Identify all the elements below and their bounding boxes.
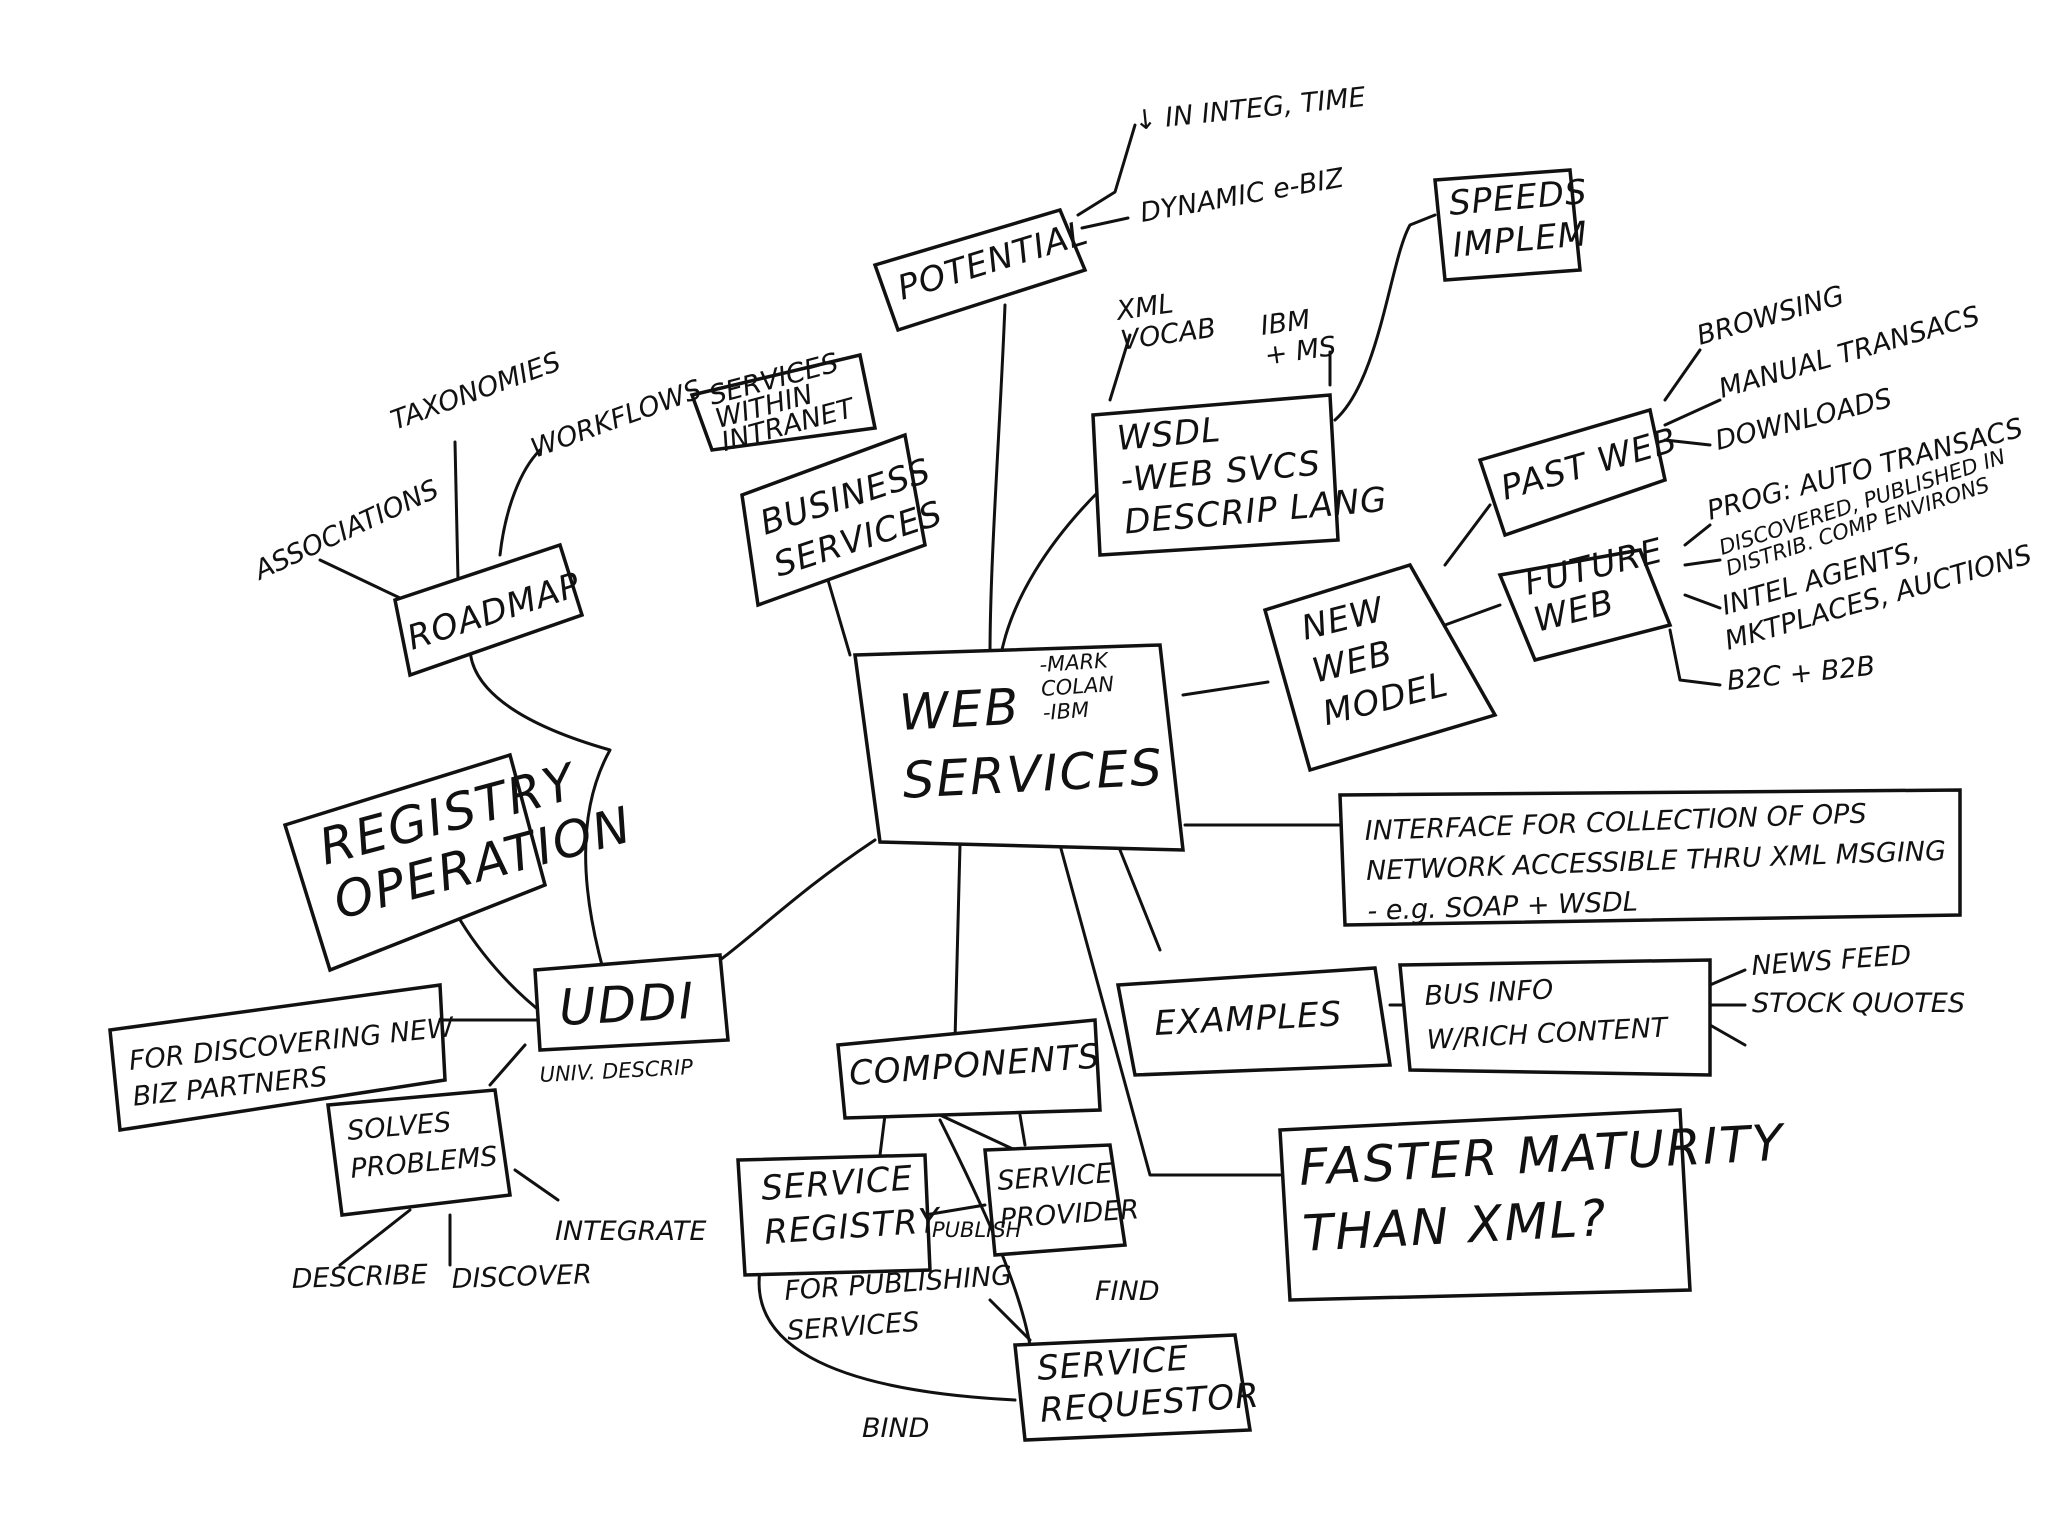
univ-descrip-line-1: UNIV. DESCRIP [539, 1055, 694, 1087]
label-news-feed: NEWS FEED [1750, 940, 1912, 982]
label-describe: DESCRIBE [291, 1259, 428, 1295]
node-box-uddi [533, 953, 730, 1052]
node-box-service-registry [736, 1153, 932, 1277]
ibm-ms-line-1: IBM [1259, 304, 1313, 342]
uddi-line-1: UDDI [558, 972, 697, 1037]
browsing-line-1: BROWSING [1693, 280, 1847, 352]
node-box-components [836, 1018, 1102, 1120]
node-box-interface [1338, 788, 1962, 927]
node-box-wsdl [1091, 393, 1340, 557]
label-univ-descrip: UNIV. DESCRIP [539, 1055, 694, 1087]
node-box-examples [1115, 966, 1393, 1077]
examples-line-1: EXAMPLES [1153, 994, 1343, 1044]
label-uddi: UDDI [558, 972, 697, 1037]
label-web-services: WEBSERVICES [898, 670, 1166, 810]
wsdl-line-1: WSDL [1115, 410, 1222, 459]
node-box-services-within-intranet [689, 352, 878, 452]
taxonomies-line-1: TAXONOMIES [387, 347, 565, 437]
node-box-new-web-model [1262, 562, 1498, 773]
node-box-roadmap [392, 542, 585, 678]
label-mark-colan: -MARKCOLAN-IBM [1039, 648, 1117, 725]
label-for-publishing: FOR PUBLISHINGSERVICES [783, 1260, 1016, 1347]
node-box-web-services [853, 643, 1185, 852]
node-box-future-web [1497, 548, 1673, 663]
describe-line-1: DESCRIBE [291, 1259, 428, 1295]
node-box-service-provider [983, 1143, 1128, 1257]
discover-line-1: DISCOVER [451, 1259, 592, 1295]
node-box-for-discovering [108, 983, 447, 1133]
label-b2c-b2b: B2C + B2B [1725, 651, 1876, 697]
for-publishing-line-2: SERVICES [786, 1307, 920, 1347]
associations-line-1: ASSOCIATIONS [248, 474, 444, 587]
node-box-bus-info [1398, 958, 1712, 1077]
mark-colan-line-3: -IBM [1042, 698, 1090, 725]
publish-line-1: PUBLISH [932, 1218, 1022, 1242]
label-xml-vocab: XMLVOCAB [1113, 283, 1218, 357]
label-taxonomies: TAXONOMIES [387, 347, 565, 437]
b2c-b2b-line-1: B2C + B2B [1725, 651, 1876, 697]
find-line-1: FIND [1095, 1276, 1159, 1307]
node-box-past-web [1477, 407, 1668, 538]
workflows-line-1: WORKFLOWS [527, 374, 706, 464]
node-box-faster-maturity [1278, 1108, 1692, 1302]
node-box-solves-problems [326, 1088, 512, 1217]
label-bind: BIND [862, 1413, 929, 1444]
label-ibm-ms: IBM+ MS [1259, 301, 1338, 371]
dynamic-ebiz-line-1: DYNAMIC e-BIZ [1138, 163, 1347, 229]
node-box-potential [872, 207, 1088, 333]
node-box-service-requestor [1013, 1333, 1253, 1442]
integrate-line-1: INTEGRATE [555, 1216, 706, 1247]
stock-quotes-line-1: STOCK QUOTES [1752, 988, 1965, 1019]
label-dynamic-ebiz: DYNAMIC e-BIZ [1138, 163, 1347, 229]
node-box-speeds-implem [1433, 168, 1582, 282]
bind-line-1: BIND [862, 1413, 929, 1444]
label-discover: DISCOVER [451, 1259, 592, 1295]
label-publish: PUBLISH [932, 1218, 1022, 1242]
label-associations: ASSOCIATIONS [248, 474, 444, 587]
news-feed-line-1: NEWS FEED [1750, 940, 1912, 982]
label-integ-time: ↓ IN INTEG, TIME [1132, 82, 1367, 137]
bus-info-line-1: BUS INFO [1424, 974, 1554, 1012]
label-examples: EXAMPLES [1153, 994, 1343, 1044]
label-browsing: BROWSING [1693, 280, 1847, 352]
mark-colan-line-2: COLAN [1040, 672, 1115, 701]
web-services-line-2: SERVICES [901, 738, 1165, 810]
label-workflows: WORKFLOWS [527, 374, 706, 464]
label-stock-quotes: STOCK QUOTES [1752, 988, 1965, 1019]
label-integrate: INTEGRATE [555, 1216, 706, 1247]
node-boxes [108, 168, 1962, 1442]
node-box-business-services [740, 432, 927, 608]
label-find: FIND [1095, 1276, 1159, 1307]
node-box-registry-operation [282, 752, 548, 973]
label-services-within-intranet: SERVICESWITHININTRANET [706, 346, 860, 458]
mark-colan-line-1: -MARK [1039, 648, 1111, 677]
web-services-line-1: WEB [898, 678, 1022, 742]
integ-time-line-1: ↓ IN INTEG, TIME [1132, 82, 1367, 137]
